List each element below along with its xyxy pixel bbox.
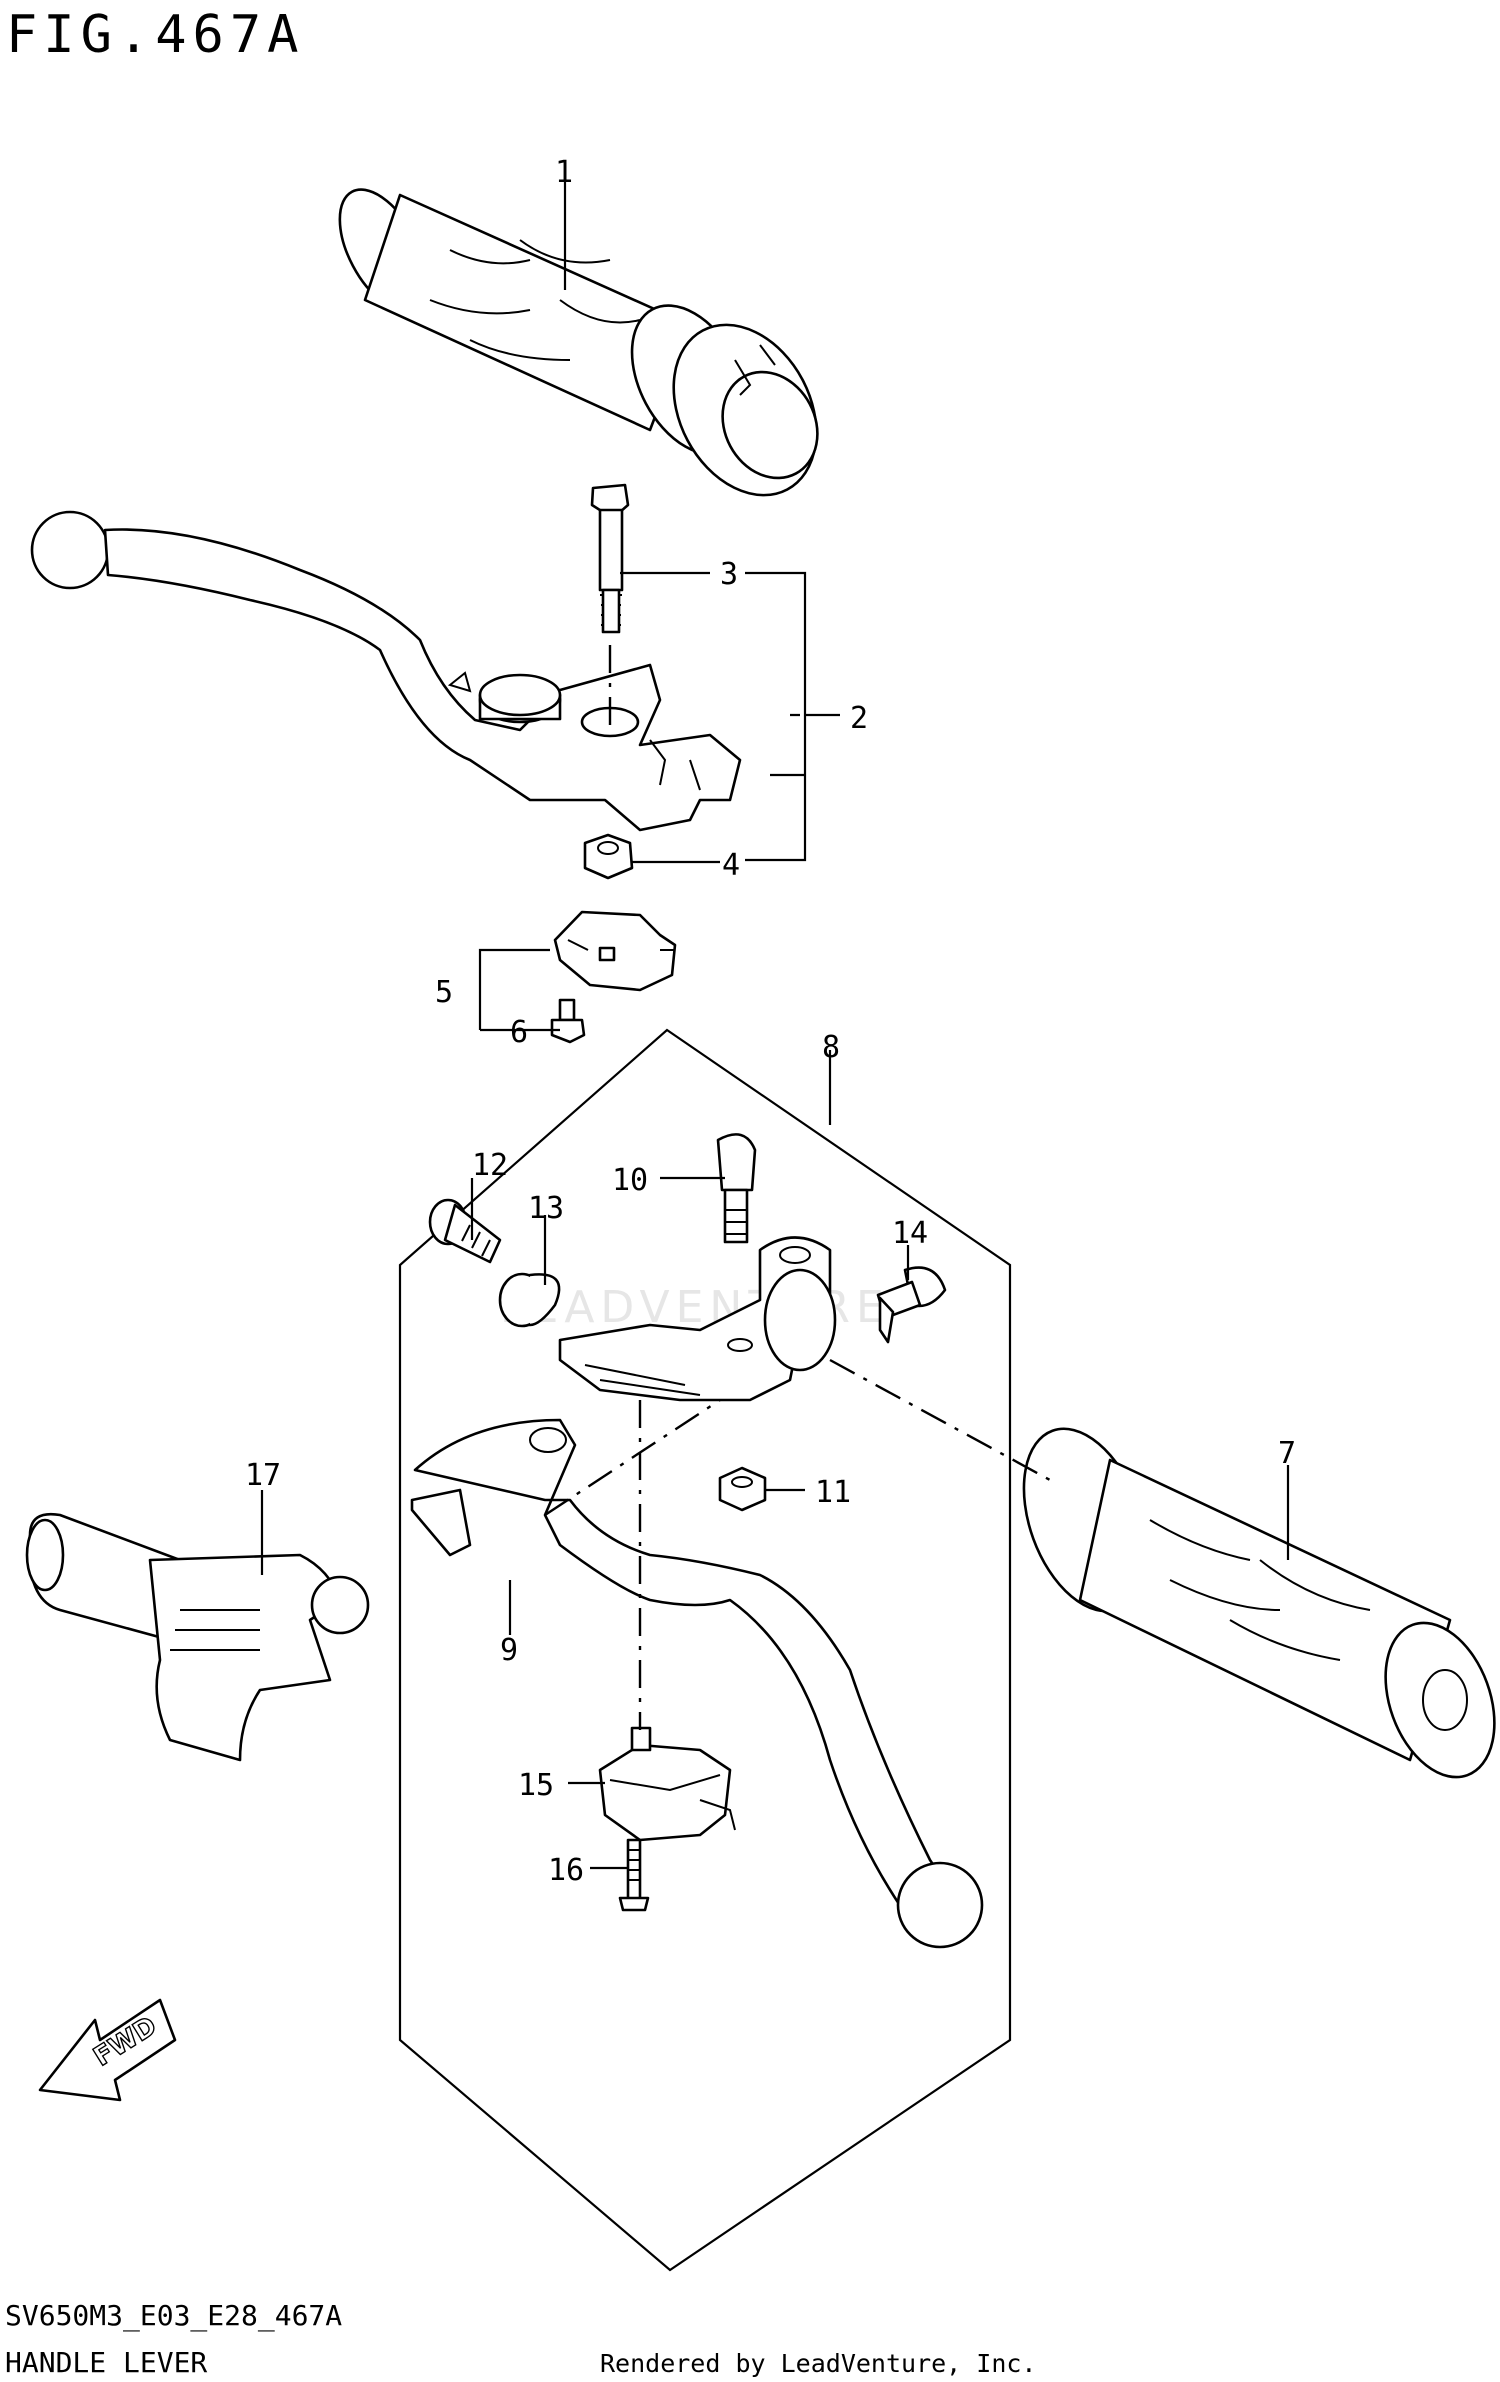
callout-1: 1 bbox=[555, 155, 573, 190]
figure-title: FIG.467A bbox=[6, 5, 304, 65]
callout-17: 17 bbox=[245, 1458, 281, 1493]
part-10-bolt[interactable] bbox=[716, 1133, 757, 1244]
callout-8: 8 bbox=[822, 1030, 840, 1065]
callout-11: 11 bbox=[815, 1475, 851, 1510]
callout-5: 5 bbox=[435, 975, 453, 1010]
part-14-bolt[interactable] bbox=[876, 1266, 947, 1344]
callout-13: 13 bbox=[528, 1191, 564, 1226]
callouts: 1 2 3 4 5 6 7 8 9 10 11 12 13 14 15 16 1… bbox=[245, 155, 1296, 1888]
callout-10: 10 bbox=[612, 1163, 648, 1198]
part-13-washer[interactable] bbox=[498, 1272, 561, 1328]
fwd-arrow-icon: FWD bbox=[38, 1998, 177, 2102]
part-15-clutch-switch[interactable] bbox=[598, 1726, 736, 1842]
callout-7: 7 bbox=[1278, 1436, 1296, 1471]
part-6-screw[interactable] bbox=[550, 998, 586, 1044]
callout-3: 3 bbox=[720, 557, 738, 592]
part-11-nut[interactable] bbox=[718, 1466, 767, 1512]
part-16-screw[interactable] bbox=[618, 1838, 650, 1912]
part-2-brake-lever[interactable] bbox=[30, 510, 742, 832]
callout-4: 4 bbox=[722, 848, 740, 883]
section-name: HANDLE LEVER bbox=[5, 2346, 207, 2379]
part-5-brake-switch[interactable] bbox=[553, 910, 677, 992]
leader-lines bbox=[260, 180, 1290, 1870]
part-9-clutch-lever[interactable] bbox=[410, 1418, 984, 1949]
part-4-nut[interactable] bbox=[583, 833, 634, 880]
callout-14: 14 bbox=[892, 1216, 928, 1251]
centerline-grip bbox=[829, 1358, 1051, 1482]
callout-15: 15 bbox=[518, 1768, 554, 1803]
clutch-perch[interactable] bbox=[558, 1236, 837, 1402]
model-code: SV650M3_E03_E28_467A bbox=[5, 2299, 342, 2333]
part-1-throttle-grip[interactable] bbox=[322, 176, 845, 520]
callout-12: 12 bbox=[472, 1148, 508, 1183]
part-7-left-grip[interactable] bbox=[1001, 1412, 1500, 1792]
callout-16: 16 bbox=[548, 1853, 584, 1888]
part-8-assembly-outline bbox=[398, 1028, 1012, 2272]
rendered-by: Rendered by LeadVenture, Inc. bbox=[600, 2349, 1037, 2378]
part-3-pivot-bolt[interactable] bbox=[590, 483, 630, 634]
callout-9: 9 bbox=[500, 1633, 518, 1668]
callout-2: 2 bbox=[850, 701, 868, 736]
part-17-lever-guard[interactable] bbox=[25, 1512, 370, 1762]
centerline-lever bbox=[544, 1398, 721, 1517]
callout-6: 6 bbox=[510, 1015, 528, 1050]
part-12-adjuster[interactable] bbox=[428, 1198, 502, 1264]
